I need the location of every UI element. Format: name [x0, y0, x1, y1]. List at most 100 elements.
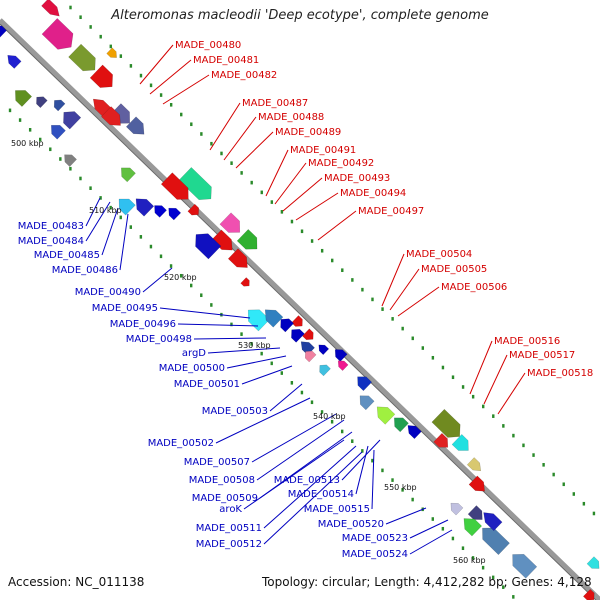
- label-leader: [223, 116, 257, 161]
- label-leader: [371, 449, 375, 510]
- gene-arrow: [512, 554, 538, 579]
- gene-arrow: [36, 96, 48, 109]
- gc-dot: [159, 254, 163, 259]
- label-leader: [497, 372, 526, 415]
- gene-label: MADE_00511: [196, 523, 262, 534]
- gc-dot: [69, 5, 72, 10]
- genome-backbone-shadow: [0, 23, 597, 600]
- gc-dot: [492, 414, 495, 418]
- gene-arrow: [302, 328, 314, 341]
- label-leader: [269, 383, 303, 412]
- gene-arrow: [264, 309, 284, 328]
- gene-arrow: [187, 203, 199, 216]
- gc-dot: [89, 25, 92, 29]
- label-leader: [142, 267, 173, 293]
- gene-arrow: [135, 198, 155, 217]
- label-leader: [409, 519, 449, 539]
- label-leader: [282, 177, 323, 212]
- label-leader: [119, 213, 129, 271]
- gene-arrow: [118, 198, 136, 216]
- gc-dot: [119, 215, 122, 220]
- label-leader: [263, 445, 357, 529]
- gene-arrow: [318, 344, 330, 356]
- label-leader: [263, 451, 363, 545]
- gc-dot: [89, 186, 92, 190]
- label-leader: [355, 445, 369, 495]
- gc-dot: [180, 112, 183, 117]
- gene-arrow: [0, 25, 7, 38]
- gc-dot: [552, 472, 555, 477]
- label-leader: [177, 323, 259, 327]
- gc-dot: [109, 44, 112, 49]
- gc-dot: [139, 235, 143, 239]
- gc-dot: [79, 15, 82, 20]
- gene-arrow: [319, 364, 331, 377]
- gene-arrow: [240, 277, 250, 287]
- gc-dot: [200, 132, 203, 136]
- gc-dot: [371, 297, 374, 302]
- gc-dots: [8, 5, 596, 599]
- gene-arrow: [41, 0, 60, 17]
- label-leader: [235, 131, 274, 169]
- gene-label: MADE_00486: [52, 265, 118, 276]
- gene-label: MADE_00493: [324, 173, 390, 184]
- gc-dot: [431, 517, 434, 521]
- scale-tick-label: 550 kbp: [384, 483, 417, 492]
- gene-arrow: [376, 406, 396, 425]
- gc-dot: [240, 332, 243, 336]
- gc-dot: [79, 176, 82, 181]
- gc-dot: [431, 355, 435, 360]
- gc-dot: [230, 161, 233, 165]
- gene-label: MADE_00517: [509, 350, 575, 361]
- gc-dot: [59, 157, 62, 161]
- gene-label: MADE_00502: [148, 438, 214, 449]
- gene-label: MADE_00498: [126, 334, 192, 345]
- gene-arrow: [280, 318, 295, 333]
- gene-arrow: [431, 408, 461, 438]
- scale-tick-label: 540 kbp: [313, 412, 346, 421]
- gene-arrow: [219, 212, 241, 233]
- gc-dot: [471, 394, 475, 399]
- gc-dot: [421, 346, 425, 350]
- gc-dot: [260, 351, 263, 356]
- gc-dot: [320, 410, 324, 414]
- gc-dot: [512, 595, 515, 599]
- gc-dot: [139, 73, 143, 78]
- gene-label: MADE_00504: [406, 249, 472, 260]
- gene-label: MADE_00489: [275, 127, 341, 138]
- gc-dot: [502, 585, 505, 589]
- gc-dot: [310, 239, 314, 243]
- gc-dot: [441, 526, 445, 531]
- label-leader: [385, 507, 427, 525]
- label-leader: [381, 253, 405, 307]
- gene-label: MADE_00515: [304, 504, 370, 515]
- gc-dot: [572, 492, 576, 496]
- gc-dot: [210, 141, 213, 146]
- gc-dot: [562, 482, 565, 487]
- gc-dot: [461, 385, 465, 389]
- gene-label: MADE_00513: [274, 475, 340, 486]
- gene-label: MADE_00480: [175, 40, 241, 51]
- gc-dot: [351, 278, 354, 282]
- gene-label: MADE_00509: [192, 493, 258, 504]
- gc-dot: [190, 283, 193, 288]
- gc-dot: [99, 34, 102, 39]
- label-leader: [149, 59, 192, 95]
- label-leader: [409, 529, 453, 555]
- gc-dot: [300, 390, 304, 395]
- label-leader: [139, 44, 174, 85]
- gene-arrow: [53, 99, 66, 112]
- gc-dot: [280, 210, 284, 214]
- gc-dot: [391, 317, 394, 321]
- gene-arrow: [467, 505, 483, 520]
- label-leader: [159, 307, 251, 319]
- gene-arrow: [334, 349, 348, 362]
- gc-dot: [210, 303, 213, 307]
- gc-dot: [340, 429, 344, 434]
- gc-dot: [361, 287, 364, 292]
- gc-dot: [119, 54, 123, 58]
- gene-label: MADE_00518: [527, 368, 593, 379]
- gene-label: MADE_00512: [196, 539, 262, 550]
